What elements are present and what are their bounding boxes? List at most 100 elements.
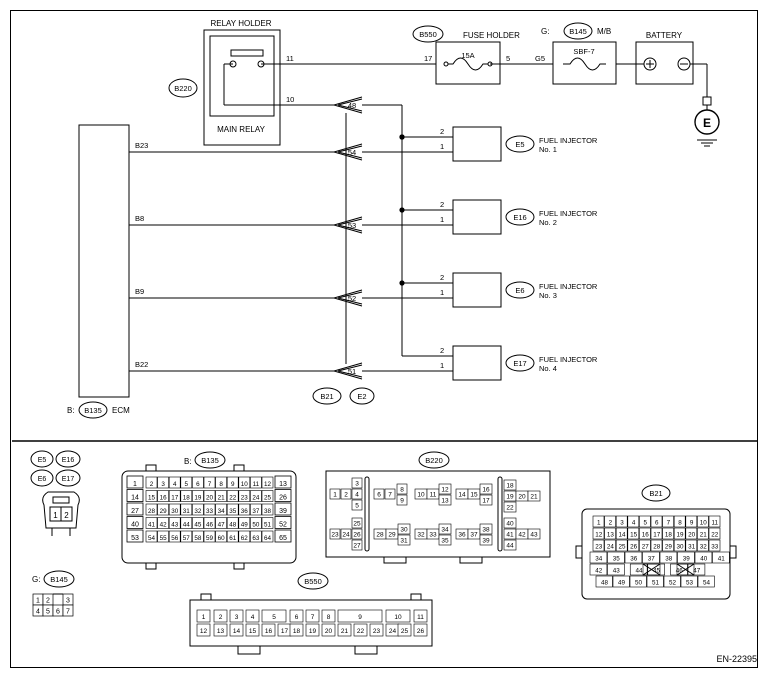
b21-pin-number: 50 [635, 580, 643, 587]
b135-pin-number: 9 [231, 481, 235, 488]
injector-face-pin: 1 [53, 511, 58, 520]
b220-pin-number: 27 [353, 543, 361, 550]
b220-pin-number: 34 [441, 527, 449, 534]
b220-pin-number: 26 [353, 532, 361, 539]
b145-pin-number: 3 [66, 598, 70, 605]
b220-pin-number: 7 [388, 492, 392, 499]
junction-dot [399, 280, 405, 286]
b21-pin-number: 10 [700, 520, 708, 527]
injector-name: FUEL INJECTOR [539, 136, 598, 145]
injector-number: No. 3 [539, 291, 557, 300]
b135-pin-cell [203, 517, 216, 529]
harness-connector-chevron [337, 145, 363, 159]
b550-pin-number: 22 [357, 628, 365, 635]
b550-pin-cell [413, 623, 428, 637]
b21-pin-number: 12 [595, 532, 603, 539]
b21-pin-number: 33 [711, 544, 719, 551]
b135-pin-number: 61 [229, 535, 237, 542]
b220-pin [351, 528, 363, 540]
b21-pin-number: 44 [635, 568, 643, 575]
junction-dot [399, 134, 405, 140]
relay-inner-box [209, 35, 275, 117]
b550-latch [237, 645, 261, 655]
b21-pin-number: 23 [595, 544, 603, 551]
ecm-prefix: B: [67, 406, 75, 415]
b21-pin-number: 51 [652, 580, 660, 587]
b135-pin-number: 20 [206, 495, 214, 502]
b135-pin-number: 60 [218, 535, 226, 542]
fuse-holder-label: FUSE HOLDER [463, 31, 520, 40]
b220-pin-number: 16 [482, 487, 490, 494]
b21-pin-number: 29 [665, 544, 673, 551]
b21-pin-cell [708, 515, 721, 528]
injector-number: No. 2 [539, 218, 557, 227]
b135-pin-number: 2 [150, 481, 154, 488]
b135-pin-number: 24 [252, 495, 260, 502]
b135-pin-number: 8 [219, 481, 223, 488]
b135-pin-number: 11 [253, 481, 260, 488]
b21-pin-number: 17 [653, 532, 661, 539]
b550-pin-cell [413, 609, 428, 623]
b220-rib [364, 476, 370, 552]
b220-pin-number: 29 [388, 532, 396, 539]
mb-prefix: G: [541, 27, 549, 36]
sbf-label: SBF-7 [573, 47, 594, 56]
b135-pin-number: 10 [241, 481, 249, 488]
b135-pin-number: 42 [160, 522, 168, 529]
b135-pin-number: 35 [229, 508, 237, 515]
injector-pin-2: 2 [440, 273, 444, 282]
b135-pin-cell [274, 516, 292, 529]
b135-pin-number: 6 [196, 481, 200, 488]
b135-key [233, 464, 245, 472]
b135-pin-cell [274, 475, 292, 489]
fuse-symbol [446, 57, 490, 71]
b21-pin-cell [604, 527, 616, 540]
injector-name: FUEL INJECTOR [539, 355, 598, 364]
b21-pin-number: 34 [595, 556, 603, 563]
b135-pin-number: 16 [160, 495, 168, 502]
b220-pin-number: 38 [482, 527, 490, 534]
mb-label: M/B [597, 27, 611, 36]
b145-pin-number: 7 [66, 609, 70, 616]
b21-pin-cell [708, 539, 721, 552]
b220-pin [340, 528, 352, 540]
b135-pin-number: 62 [241, 535, 249, 542]
b135-pin-number: 65 [279, 535, 287, 542]
b135-pin-number: 38 [264, 508, 272, 515]
b220-pin-number: 20 [518, 494, 526, 501]
b220-badge [418, 451, 450, 469]
injector-name: FUEL INJECTOR [539, 282, 598, 291]
fuse-terminal [443, 61, 449, 67]
b21-pin-number: 32 [700, 544, 708, 551]
b550-pin-number: 7 [311, 614, 315, 621]
b220-pin-number: 11 [430, 492, 437, 499]
b220-pin-number: 44 [506, 543, 514, 550]
b21-pin-number: 28 [653, 544, 661, 551]
ecm-box [78, 124, 130, 398]
b21-pin-number: 19 [676, 532, 684, 539]
b135-pin-cell [168, 517, 181, 529]
ecm-label: ECM [112, 406, 130, 415]
injector-number: No. 4 [539, 364, 557, 373]
b145-pin-cell [62, 604, 74, 617]
harness-connector-chevron [332, 216, 363, 234]
b550-pin-cell [321, 609, 336, 623]
b220-pin-number: 15 [470, 492, 478, 499]
harness-pin-number: 52 [348, 294, 356, 303]
b220-pin-number: 3 [355, 481, 359, 488]
harness-pin-number: 54 [348, 148, 356, 157]
b21-pin-number: 22 [711, 532, 719, 539]
b21-blank-mark [642, 563, 661, 576]
b21-pin-number: 43 [613, 568, 621, 575]
b135-pin-cell [238, 503, 251, 516]
b220-pin-number: 36 [458, 532, 466, 539]
connector-badge-e6 [30, 469, 54, 487]
b21-pin-number: 1 [597, 520, 601, 527]
b21-pin-cell [662, 539, 674, 552]
b135-pin-number: 54 [148, 535, 156, 542]
b135-pin-number: 34 [218, 508, 226, 515]
injector-name: FUEL INJECTOR [539, 209, 598, 218]
b135-pin-number: 28 [148, 508, 156, 515]
b135-pin-number: 5 [185, 481, 189, 488]
b550-pin-cell [337, 623, 352, 637]
